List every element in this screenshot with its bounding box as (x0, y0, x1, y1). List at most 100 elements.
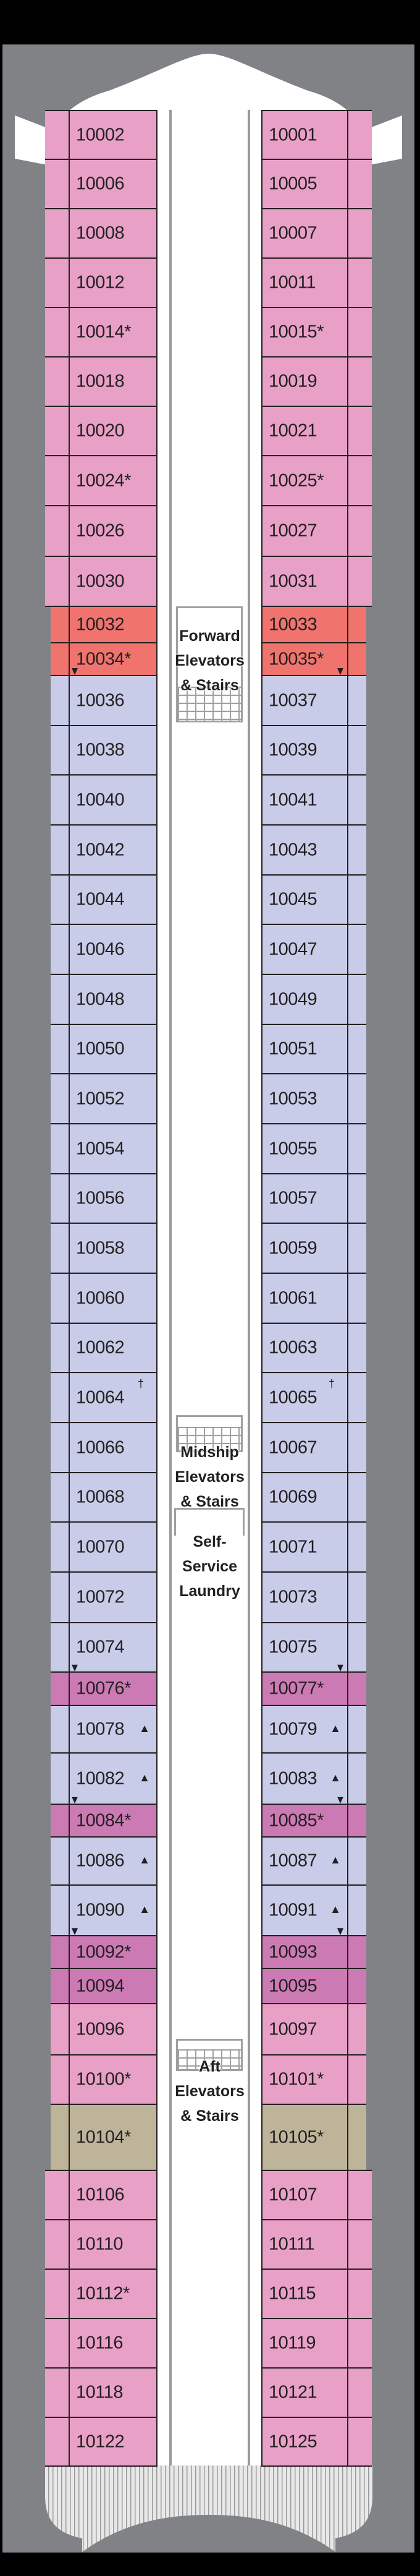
cabin-10111[interactable]: 10111 (261, 2219, 348, 2270)
cabin-10092[interactable]: 10092* (69, 1935, 158, 1969)
cabin-10112[interactable]: 10112* (69, 2269, 158, 2319)
cabin-10068[interactable]: 10068 (69, 1472, 158, 1523)
cabin-10012[interactable]: 10012 (69, 257, 158, 308)
cabin-10078[interactable]: 10078▲ (69, 1705, 158, 1754)
cabin-10054[interactable]: 10054 (69, 1123, 158, 1174)
cabin-10030[interactable]: 10030 (69, 556, 158, 607)
cabin-10005[interactable]: 10005 (261, 159, 348, 209)
cabin-10083[interactable]: 10083▲ (261, 1752, 348, 1805)
cabin-10055[interactable]: 10055 (261, 1123, 348, 1174)
cabin-10042[interactable]: 10042 (69, 824, 158, 876)
cabin-10014[interactable]: 10014* (69, 307, 158, 358)
cabin-10067[interactable]: 10067 (261, 1422, 348, 1473)
cabin-10122[interactable]: 10122 (69, 2417, 158, 2467)
cabin-10070[interactable]: 10070 (69, 1521, 158, 1573)
cabin-10015[interactable]: 10015* (261, 307, 348, 358)
cabin-10091[interactable]: 10091▲ (261, 1884, 348, 1936)
cabin-10094[interactable]: 10094 (69, 1968, 158, 2004)
cabin-10032[interactable]: 10032 (69, 606, 158, 643)
cabin-10077[interactable]: 10077* (261, 1671, 348, 1706)
cabin-10046[interactable]: 10046 (69, 924, 158, 975)
cabin-10075[interactable]: 10075 (261, 1622, 348, 1673)
cabin-10058[interactable]: 10058 (69, 1223, 158, 1274)
cabin-10020[interactable]: 10020 (69, 406, 158, 456)
cabin-10011[interactable]: 10011 (261, 257, 348, 308)
cabin-10072[interactable]: 10072 (69, 1571, 158, 1623)
cabin-10121[interactable]: 10121 (261, 2367, 348, 2418)
cabin-10106[interactable]: 10106 (69, 2170, 158, 2220)
cabin-10018[interactable]: 10018 (69, 356, 158, 407)
forward-elevators-area[interactable] (176, 606, 243, 722)
cabin-10064[interactable]: 10064† (69, 1372, 158, 1423)
cabin-10071[interactable]: 10071 (261, 1521, 348, 1573)
cabin-10087[interactable]: 10087▲ (261, 1836, 348, 1886)
cabin-10090[interactable]: 10090▲ (69, 1884, 158, 1936)
cabin-10115[interactable]: 10115 (261, 2269, 348, 2319)
cabin-10027[interactable]: 10027 (261, 505, 348, 557)
cabin-10086[interactable]: 10086▲ (69, 1836, 158, 1886)
cabin-10031[interactable]: 10031 (261, 556, 348, 607)
cabin-10059[interactable]: 10059 (261, 1223, 348, 1274)
cabin-10041[interactable]: 10041 (261, 774, 348, 826)
cabin-10006[interactable]: 10006 (69, 159, 158, 209)
cabin-10024[interactable]: 10024* (69, 455, 158, 506)
cabin-10066[interactable]: 10066 (69, 1422, 158, 1473)
cabin-10118[interactable]: 10118 (69, 2367, 158, 2418)
cabin-10057[interactable]: 10057 (261, 1173, 348, 1224)
cabin-10001[interactable]: 10001 (261, 110, 348, 160)
cabin-10047[interactable]: 10047 (261, 924, 348, 975)
cabin-10093[interactable]: 10093 (261, 1935, 348, 1969)
cabin-10050[interactable]: 10050 (69, 1024, 158, 1074)
cabin-10082[interactable]: 10082▲ (69, 1752, 158, 1805)
cabin-10074[interactable]: 10074 (69, 1622, 158, 1673)
cabin-10008[interactable]: 10008 (69, 208, 158, 259)
cabin-10065[interactable]: 10065† (261, 1372, 348, 1423)
cabin-10079[interactable]: 10079▲ (261, 1705, 348, 1754)
cabin-10061[interactable]: 10061 (261, 1273, 348, 1324)
cabin-10056[interactable]: 10056 (69, 1173, 158, 1224)
cabin-10043[interactable]: 10043 (261, 824, 348, 876)
cabin-10034[interactable]: 10034* (69, 642, 158, 676)
cabin-10125[interactable]: 10125 (261, 2417, 348, 2467)
cabin-10021[interactable]: 10021 (261, 406, 348, 456)
cabin-10037[interactable]: 10037 (261, 675, 348, 726)
cabin-10049[interactable]: 10049 (261, 974, 348, 1025)
cabin-10069[interactable]: 10069 (261, 1472, 348, 1523)
cabin-10076[interactable]: 10076* (69, 1671, 158, 1706)
cabin-10035[interactable]: 10035* (261, 642, 348, 676)
cabin-10104[interactable]: 10104* (69, 2104, 158, 2171)
cabin-10026[interactable]: 10026 (69, 505, 158, 557)
cabin-10110[interactable]: 10110 (69, 2219, 158, 2270)
cabin-10096[interactable]: 10096 (69, 2003, 158, 2055)
aft-elevators-area[interactable] (176, 2039, 243, 2071)
cabin-10084[interactable]: 10084* (69, 1804, 158, 1838)
cabin-10039[interactable]: 10039 (261, 725, 348, 776)
cabin-10119[interactable]: 10119 (261, 2318, 348, 2369)
cabin-10002[interactable]: 10002 (69, 110, 158, 160)
cabin-10060[interactable]: 10060 (69, 1273, 158, 1324)
midship-elevators-area[interactable] (176, 1415, 243, 1452)
cabin-10101[interactable]: 10101* (261, 2054, 348, 2105)
cabin-10045[interactable]: 10045 (261, 874, 348, 925)
cabin-10097[interactable]: 10097 (261, 2003, 348, 2055)
cabin-10052[interactable]: 10052 (69, 1073, 158, 1124)
cabin-10116[interactable]: 10116 (69, 2318, 158, 2369)
cabin-10051[interactable]: 10051 (261, 1024, 348, 1074)
cabin-10105[interactable]: 10105* (261, 2104, 348, 2171)
cabin-10095[interactable]: 10095 (261, 1968, 348, 2004)
cabin-10040[interactable]: 10040 (69, 774, 158, 826)
cabin-10100[interactable]: 10100* (69, 2054, 158, 2105)
cabin-10019[interactable]: 10019 (261, 356, 348, 407)
cabin-10036[interactable]: 10036 (69, 675, 158, 726)
cabin-10073[interactable]: 10073 (261, 1571, 348, 1623)
cabin-10033[interactable]: 10033 (261, 606, 348, 643)
cabin-10007[interactable]: 10007 (261, 208, 348, 259)
laundry-area[interactable] (174, 1508, 245, 1536)
cabin-10053[interactable]: 10053 (261, 1073, 348, 1124)
cabin-10048[interactable]: 10048 (69, 974, 158, 1025)
cabin-10107[interactable]: 10107 (261, 2170, 348, 2220)
cabin-10044[interactable]: 10044 (69, 874, 158, 925)
cabin-10062[interactable]: 10062 (69, 1323, 158, 1373)
cabin-10063[interactable]: 10063 (261, 1323, 348, 1373)
cabin-10085[interactable]: 10085* (261, 1804, 348, 1838)
